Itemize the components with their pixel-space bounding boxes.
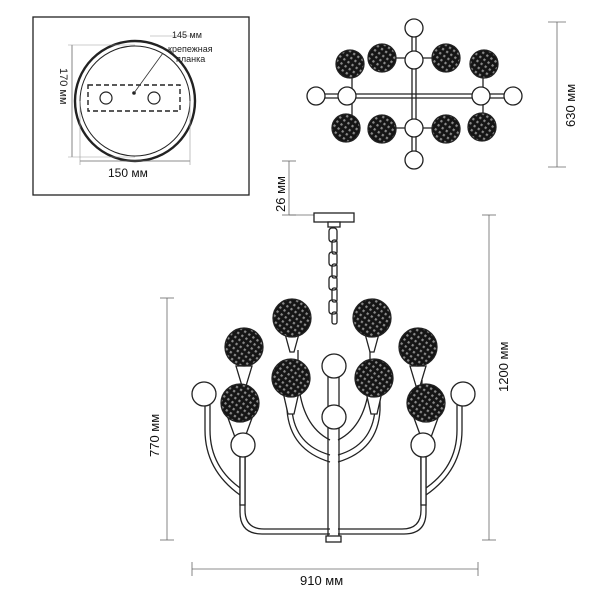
total-height-label: 1200 мм <box>496 342 511 392</box>
chain-link <box>328 275 338 291</box>
bracket-label-line1: крепежная <box>168 44 213 54</box>
mounting-bracket <box>87 84 181 112</box>
body-height-dimension <box>160 297 174 541</box>
chain-link <box>328 227 338 243</box>
front-width-label: 910 мм <box>300 573 343 588</box>
canopy-collar <box>327 221 341 228</box>
screw-hole-right <box>147 91 161 105</box>
front-globe-light <box>230 432 256 458</box>
outer-arm-right-inner <box>422 405 458 491</box>
lower-arm-left-inner <box>244 455 330 530</box>
base-width-label: 150 мм <box>108 166 148 180</box>
ceiling-canopy <box>313 212 355 223</box>
stem-holder <box>420 454 427 506</box>
top-globe-dark <box>331 113 361 143</box>
chain-link <box>331 239 338 255</box>
top-globe-dark <box>367 43 397 73</box>
outer-arm-left-inner <box>209 405 244 491</box>
top-globe-light <box>404 18 424 38</box>
lower-arm-right-inner <box>338 455 422 530</box>
chain-link <box>331 311 338 325</box>
chain-link <box>328 299 338 315</box>
front-globe-dark <box>220 383 260 423</box>
top-globe-light <box>404 50 424 70</box>
top-globe-light <box>306 86 326 106</box>
canopy-height-label: 26 мм <box>273 176 288 212</box>
front-globe-dark <box>354 358 394 398</box>
depth-dimension <box>548 21 566 168</box>
bracket-leader-line <box>133 52 164 94</box>
front-globe-light <box>450 381 476 407</box>
base-height-label: 170 мм <box>57 68 69 105</box>
stem-bottom-cap <box>325 535 342 543</box>
stem-holder <box>239 454 246 506</box>
front-globe-dark <box>398 327 438 367</box>
cup-holder <box>235 365 253 387</box>
front-globe-light <box>321 404 347 430</box>
front-globe-dark <box>406 383 446 423</box>
top-globe-dark <box>431 43 461 73</box>
front-globe-dark <box>224 327 264 367</box>
detail-frame <box>32 16 250 196</box>
total-height-dimension <box>482 214 496 541</box>
top-globe-dark <box>431 114 461 144</box>
top-globe-light <box>471 86 491 106</box>
screw-hole-left <box>99 91 113 105</box>
canopy-inner-ring <box>79 45 191 157</box>
top-globe-light <box>337 86 357 106</box>
lower-arm-right <box>338 455 427 535</box>
top-globe-light <box>404 118 424 138</box>
front-globe-dark <box>272 298 312 338</box>
lower-arm-left <box>239 455 330 535</box>
top-globe-light <box>503 86 523 106</box>
chain-link <box>331 263 338 279</box>
bracket-width-label: 145 мм <box>172 30 202 40</box>
canopy-dimension <box>282 160 330 216</box>
top-view-shades <box>306 18 523 170</box>
bracket-label-line2: планка <box>176 54 205 64</box>
top-globe-dark <box>335 49 365 79</box>
body-height-label: 770 мм <box>147 414 162 457</box>
width-dimension <box>191 562 479 576</box>
top-globe-dark <box>467 112 497 142</box>
top-globe-dark <box>469 49 499 79</box>
front-globe-dark <box>271 358 311 398</box>
chain-link <box>331 287 338 303</box>
top-globe-dark <box>367 114 397 144</box>
depth-label: 630 мм <box>563 84 578 127</box>
cup-holder <box>409 365 427 387</box>
outer-arm-right <box>425 405 463 496</box>
central-stem <box>327 375 340 541</box>
inner-arm-right-2 <box>337 390 381 463</box>
front-globe-light <box>191 381 217 407</box>
front-globe-light <box>321 353 347 379</box>
base-detail-panel: 145 мм крепежная планка 170 мм 150 мм <box>32 16 250 196</box>
top-globe-light <box>404 150 424 170</box>
outer-arm-left <box>204 405 241 496</box>
front-globe-dark <box>352 298 392 338</box>
front-view-shades <box>191 298 476 458</box>
front-globe-light <box>410 432 436 458</box>
chain-link <box>328 251 338 267</box>
